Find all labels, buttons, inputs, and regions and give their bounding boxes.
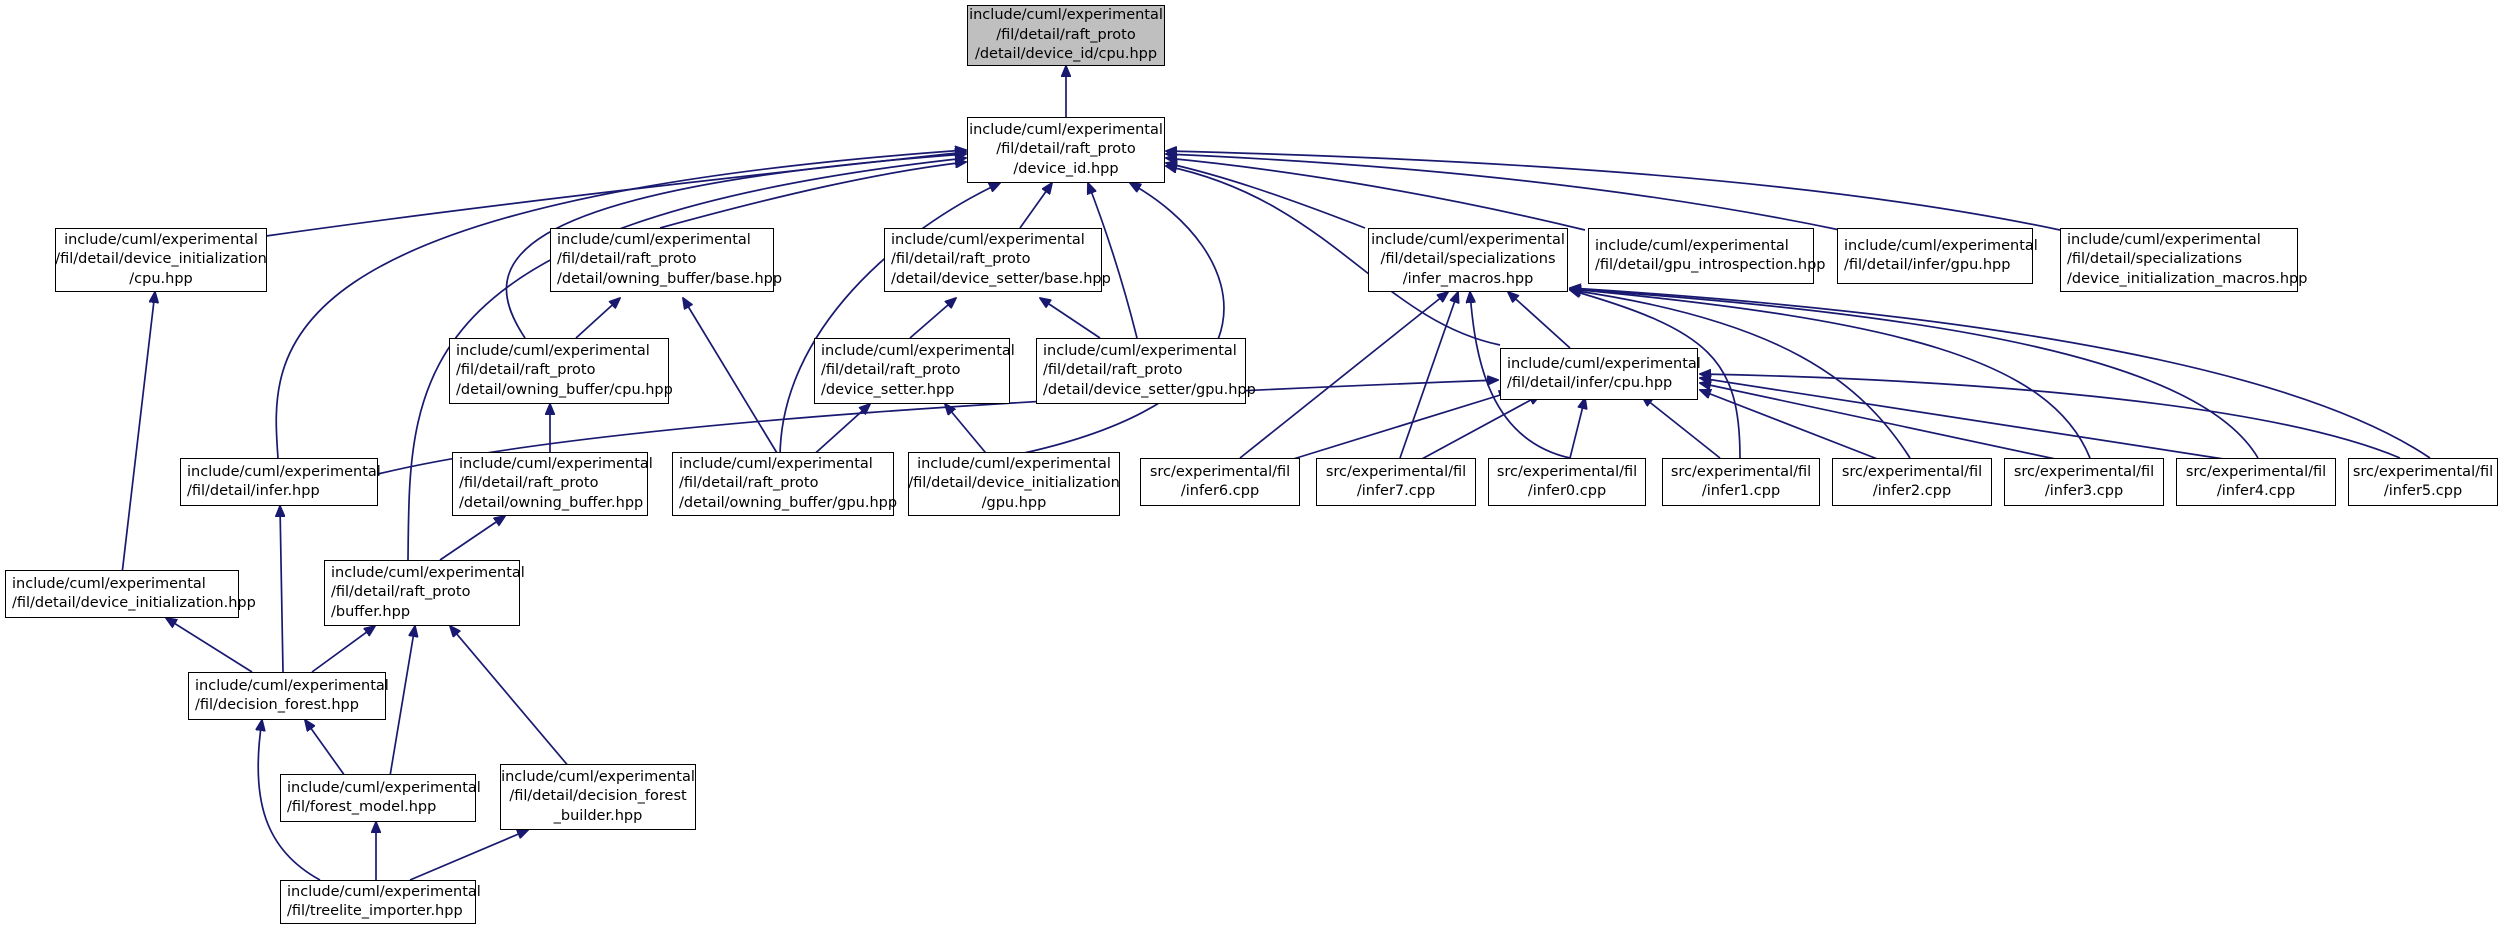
edge-infer0-to-infer-macros (1470, 292, 1571, 459)
node-device-initialization[interactable]: include/cuml/experimental /fil/detail/de… (5, 570, 256, 618)
edge-device-setter-to-ds-base (909, 298, 956, 339)
node-decision-forest-builder[interactable]: include/cuml/experimental /fil/detail/de… (500, 764, 696, 830)
edge-ob-cpu-to-ob-base (575, 298, 620, 339)
edge-ob-cpu-to-device-id (505, 154, 966, 339)
node-devinit-cpu[interactable]: include/cuml/experimental /fil/detail/de… (55, 228, 267, 292)
edge-ds-gpu-to-ds-base (1040, 298, 1101, 339)
node-owning-buffer[interactable]: include/cuml/experimental /fil/detail/ra… (452, 452, 653, 516)
node-infer6[interactable]: src/experimental/fil /infer6.cpp (1140, 458, 1300, 506)
edge-infer3-to-infer-macros (1570, 289, 2091, 459)
node-gpu-introspection[interactable]: include/cuml/experimental /fil/detail/gp… (1588, 228, 1825, 284)
edge-ob-gpu-to-device-setter (809, 404, 870, 459)
edge-ob-base-to-device-id (659, 162, 966, 229)
node-infer-cpu[interactable]: include/cuml/experimental /fil/detail/in… (1500, 348, 1701, 400)
node-devinit-macros[interactable]: include/cuml/experimental /fil/detail/sp… (2060, 228, 2307, 292)
node-infer-macros[interactable]: include/cuml/experimental /fil/detail/sp… (1368, 228, 1568, 292)
edge-device-init-to-devinit-cpu (121, 292, 155, 575)
edge-ds-gpu-to-device-id (1088, 183, 1138, 339)
edge-forest-model-to-buffer (389, 626, 415, 777)
node-infer1[interactable]: src/experimental/fil /infer1.cpp (1662, 458, 1820, 506)
edge-infer-cpu-to-infer-macros (1508, 292, 1571, 349)
node-buffer[interactable]: include/cuml/experimental /fil/detail/ra… (324, 560, 525, 626)
edge-infer5-to-infer-cpu (1700, 374, 2401, 459)
edge-infer-macros-to-device-id (1166, 163, 1366, 229)
edge-infer3-to-infer-cpu (1700, 383, 2061, 461)
edge-decision-forest-to-device-init (166, 618, 253, 673)
node-infer-gpu[interactable]: include/cuml/experimental /fil/detail/in… (1837, 228, 2038, 284)
node-infer7[interactable]: src/experimental/fil /infer7.cpp (1316, 458, 1476, 506)
node-device-id[interactable]: include/cuml/experimental /fil/detail/ra… (967, 117, 1165, 183)
node-forest-model[interactable]: include/cuml/experimental /fil/forest_mo… (280, 774, 481, 822)
edge-devinit-cpu-to-device-id (265, 152, 966, 237)
edge-gpu-intro-to-device-id (1166, 158, 1586, 231)
edge-ob-gpu-to-ob-base (683, 298, 781, 459)
node-infer0[interactable]: src/experimental/fil /infer0.cpp (1488, 458, 1646, 506)
node-device-setter-gpu[interactable]: include/cuml/experimental /fil/detail/ra… (1036, 338, 1256, 404)
edge-infer-to-infer-cpu (377, 380, 1498, 475)
edge-decision-forest-to-buffer (311, 626, 375, 673)
edge-infer2-to-infer-macros (1570, 290, 1911, 459)
edge-ob-gpu-to-device-id (779, 183, 1000, 459)
node-infer4[interactable]: src/experimental/fil /infer4.cpp (2176, 458, 2336, 506)
edge-devinit-macros-to-device-id (1166, 151, 2061, 231)
edge-infer-cpu-to-device-id (1166, 166, 1501, 346)
edge-infer-gpu-to-device-id (1166, 154, 1841, 231)
edge-infer4-to-infer-macros (1570, 289, 2259, 459)
edge-infer7-to-infer-cpu (1419, 395, 1540, 461)
node-owning-buffer-cpu[interactable]: include/cuml/experimental /fil/detail/ra… (449, 338, 673, 404)
edge-buffer-to-owning-buffer (439, 516, 505, 561)
edge-infer6-to-infer-macros (1239, 292, 1448, 459)
edge-infer0-to-infer-cpu (1569, 398, 1585, 459)
edge-infer-to-device-id (275, 150, 966, 459)
node-cpu-device-id: include/cuml/experimental /fil/detail/ra… (967, 5, 1165, 66)
node-decision-forest[interactable]: include/cuml/experimental /fil/decision_… (188, 672, 389, 720)
node-device-setter[interactable]: include/cuml/experimental /fil/detail/ra… (814, 338, 1015, 404)
node-device-setter-base[interactable]: include/cuml/experimental /fil/detail/ra… (884, 228, 1111, 292)
edge-devinit-gpu-to-device-setter (945, 404, 991, 459)
node-owning-buffer-gpu[interactable]: include/cuml/experimental /fil/detail/ra… (672, 452, 897, 516)
node-treelite-importer[interactable]: include/cuml/experimental /fil/treelite_… (280, 880, 481, 924)
dependency-edges (121, 66, 2431, 881)
edge-infer4-to-infer-cpu (1700, 378, 2231, 461)
edge-df-builder-to-buffer (450, 626, 571, 769)
node-infer2[interactable]: src/experimental/fil /infer2.cpp (1832, 458, 1992, 506)
edge-devinit-gpu-to-device-id (999, 183, 1225, 459)
node-infer3[interactable]: src/experimental/fil /infer3.cpp (2004, 458, 2164, 506)
edge-decision-forest-to-infer (280, 506, 283, 673)
edge-treelite-to-df-builder (409, 830, 528, 881)
edge-infer5-to-infer-macros (1570, 288, 2431, 459)
node-owning-buffer-base[interactable]: include/cuml/experimental /fil/detail/ra… (550, 228, 782, 292)
node-devinit-gpu[interactable]: include/cuml/experimental /fil/detail/de… (908, 452, 1120, 516)
edge-infer6-to-infer-cpu (1289, 392, 1510, 461)
edge-buffer-to-device-id (407, 158, 966, 561)
edge-infer1-to-infer-cpu (1642, 396, 1721, 459)
edge-infer1-to-infer-macros (1570, 290, 1741, 459)
edge-infer2-to-infer-cpu (1700, 390, 1881, 461)
edge-ds-base-to-device-id (1019, 183, 1052, 229)
edge-infer7-to-infer-macros (1399, 292, 1458, 459)
edge-treelite-to-decision-forest (258, 720, 321, 881)
node-infer5[interactable]: src/experimental/fil /infer5.cpp (2348, 458, 2498, 506)
node-infer[interactable]: include/cuml/experimental /fil/detail/in… (180, 458, 381, 506)
edge-forest-model-to-decision-forest (305, 720, 346, 777)
